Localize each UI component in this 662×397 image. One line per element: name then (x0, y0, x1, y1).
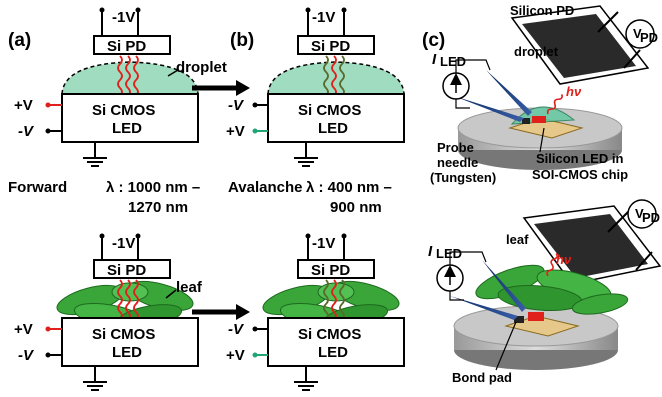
circuit-b-top: -1V Si PD Si CMOS LED -V +V (226, 7, 405, 167)
led-box (61, 93, 199, 143)
plus-v-label: +V (226, 123, 245, 140)
svg-text:PD: PD (642, 210, 660, 225)
circuit-a-bottom: -1V Si PD Si CMOS LED +V -V leaf (14, 233, 203, 391)
light-wave-icon (125, 55, 131, 97)
probe-label-3: (Tungsten) (430, 170, 496, 185)
forward-label: Forward (8, 179, 67, 196)
droplet-label: droplet (176, 59, 227, 76)
light-wave-icon (546, 253, 558, 277)
bond-pad-label: Bond pad (452, 370, 512, 385)
led-label-1: Si CMOS (298, 326, 361, 343)
si-pd-box (93, 35, 171, 55)
light-wave-icon (323, 55, 329, 97)
light-wave-icon (133, 55, 139, 97)
led-box (267, 317, 405, 367)
light-wave-icon (117, 279, 123, 321)
leaf-shape (262, 280, 400, 330)
light-wave-icon (117, 55, 123, 97)
probe-needle-icon (454, 96, 524, 122)
minus-v-label: -V (228, 97, 245, 114)
led-label-2: LED (318, 344, 348, 361)
pd-voltage-label: -1V (312, 9, 335, 26)
minus-v-label: -V (18, 123, 35, 140)
led-label-1: Si CMOS (92, 102, 155, 119)
probe-needle-icon (450, 296, 518, 320)
panel-label-a: (a) (8, 30, 31, 51)
silicon-led-chip (532, 116, 546, 123)
si-pd-label: Si PD (311, 38, 350, 55)
led-label-1: Si CMOS (298, 102, 361, 119)
svg-text:V: V (633, 26, 642, 41)
silicon-pd-label: Silicon PD (510, 3, 574, 18)
plus-v-label: +V (14, 321, 33, 338)
forward-lambda-1: λ : 1000 nm – (106, 179, 200, 196)
avalanche-lambda-2: 900 nm (330, 199, 382, 216)
light-wave-icon (339, 55, 345, 97)
minus-v-label: -V (228, 321, 245, 338)
probe-label-1: Probe (437, 140, 474, 155)
si-pd-label: Si PD (311, 262, 350, 279)
avalanche-label: Avalanche (228, 179, 302, 196)
iled-label: I (432, 51, 437, 68)
leaf-shape (475, 264, 629, 315)
light-wave-icon (339, 279, 345, 321)
si-pd-label: Si PD (107, 38, 146, 55)
light-wave-icon (323, 279, 329, 321)
led-box (61, 317, 199, 367)
svg-text:PD: PD (640, 30, 658, 45)
silicon-led-label-2: SOI-CMOS chip (532, 167, 628, 182)
si-pd-label: Si PD (107, 262, 146, 279)
setup-c-top: Silicon PD V PD I LED hν droplet Probe n… (430, 3, 658, 185)
plus-v-label: +V (226, 347, 245, 364)
setup-c-bottom: V PD I LED hν leaf Bond pad (428, 199, 662, 385)
panel-label-b: (b) (230, 30, 254, 51)
si-pd-box (297, 35, 375, 55)
vpd-source-icon (627, 199, 657, 229)
vpd-source-icon (625, 19, 655, 49)
svg-text:LED: LED (436, 246, 462, 261)
pd-voltage-label: -1V (312, 235, 335, 252)
leaf-label-c: leaf (506, 232, 529, 247)
silicon-led-chip (528, 312, 544, 321)
si-pd-box (93, 259, 171, 279)
avalanche-lambda-1: λ : 400 nm – (306, 179, 392, 196)
svg-text:V: V (635, 206, 644, 221)
led-label-2: LED (318, 120, 348, 137)
light-wave-icon (125, 279, 131, 321)
light-wave-icon (331, 55, 337, 97)
led-label-2: LED (112, 120, 142, 137)
forward-lambda-2: 1270 nm (128, 199, 188, 216)
droplet-label-c: droplet (514, 44, 559, 59)
light-wave-icon (133, 279, 139, 321)
silicon-led-label-1: Silicon LED in (536, 151, 623, 166)
leaf-label: leaf (176, 279, 203, 296)
hv-label: hν (566, 84, 582, 99)
minus-v-label: -V (18, 347, 35, 364)
pd-voltage-label: -1V (112, 9, 135, 26)
pd-voltage-label: -1V (112, 235, 135, 252)
light-wave-icon (546, 94, 563, 115)
iled-label: I (428, 243, 433, 260)
led-label-2: LED (112, 344, 142, 361)
svg-text:LED: LED (440, 54, 466, 69)
probe-needle-icon (486, 70, 532, 116)
led-box (267, 93, 405, 143)
panel-label-c: (c) (422, 30, 445, 51)
probe-needle-icon (482, 260, 526, 312)
led-label-1: Si CMOS (92, 326, 155, 343)
circuit-b-bottom: -1V Si PD Si CMOS LED -V +V (226, 233, 405, 391)
light-wave-icon (331, 279, 337, 321)
si-pd-box (297, 259, 375, 279)
probe-label-2: needle (437, 155, 478, 170)
plus-v-label: +V (14, 97, 33, 114)
hv-label: hν (556, 252, 572, 267)
circuit-a-top: -1V Si PD Si CMOS LED +V -V droplet (14, 7, 227, 167)
